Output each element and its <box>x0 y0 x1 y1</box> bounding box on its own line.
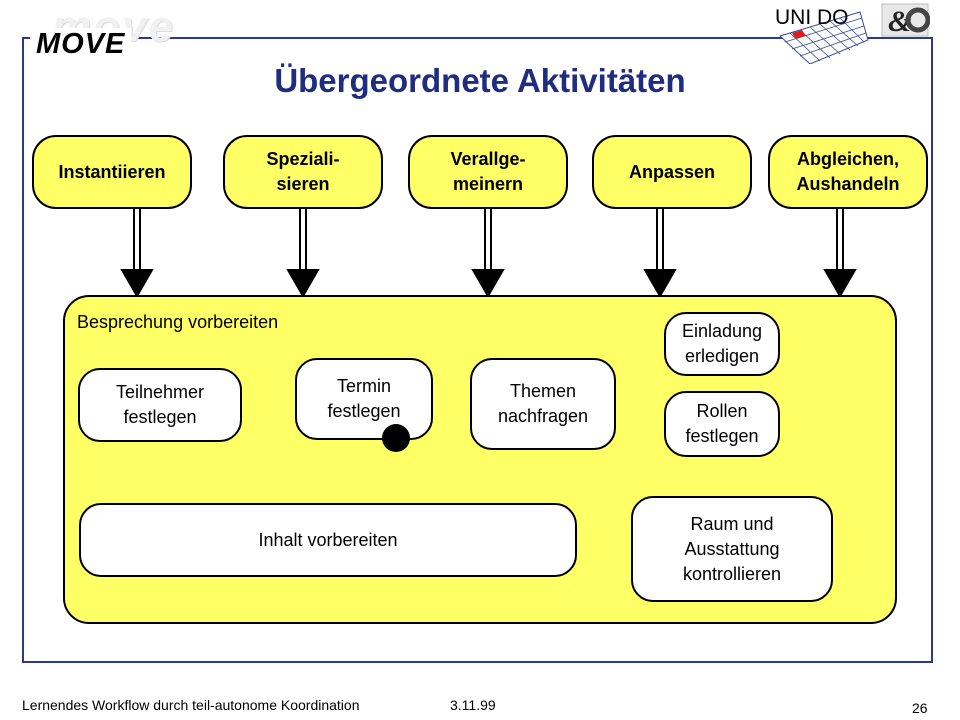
activity-anpassen: Anpassen <box>592 135 752 209</box>
task-inhalt-vorbereiten: Inhalt vorbereiten <box>79 503 577 577</box>
uni-do-logo-text: UNI DO <box>775 6 849 29</box>
task-rollen-festlegen: Rollen festlegen <box>664 391 780 457</box>
activity-spezialisieren: Speziali- sieren <box>223 135 383 209</box>
task-einladung-erledigen: Einladung erledigen <box>664 312 780 376</box>
task-teilnehmer-festlegen: Teilnehmer festlegen <box>78 368 242 442</box>
svg-text:&: & <box>888 5 911 38</box>
container-label: Besprechung vorbereiten <box>77 312 279 332</box>
footer-date: 3.11.99 <box>450 697 496 713</box>
task-themen-nachfragen: Themen nachfragen <box>470 358 616 450</box>
arrow-instantiieren <box>120 209 154 299</box>
uni-do-logo <box>779 11 869 64</box>
activity-instantiieren: Instantiieren <box>32 135 192 209</box>
page-number: 26 <box>912 700 928 716</box>
arrow-anpassen <box>643 209 677 299</box>
move-logo: MOVE <box>30 28 132 61</box>
ec-logo-icon: & <box>881 3 930 38</box>
slide-frame <box>22 37 933 663</box>
page-title: Übergeordnete Aktivitäten <box>274 62 686 99</box>
arrow-verallgemeinern <box>471 209 505 299</box>
task-raum-ausstattung: Raum und Ausstattung kontrollieren <box>631 496 833 602</box>
arrow-spezialisieren <box>286 209 320 299</box>
arrow-abgleichen <box>823 209 857 299</box>
activity-verallgemeinern: Verallge- meinern <box>408 135 568 209</box>
activity-abgleichen-aushandeln: Abgleichen, Aushandeln <box>768 135 928 209</box>
task-termin-festlegen: Termin festlegen <box>295 358 433 440</box>
termin-marker-dot <box>382 424 410 452</box>
footer-title: Lernendes Workflow durch teil-autonome K… <box>22 697 360 713</box>
